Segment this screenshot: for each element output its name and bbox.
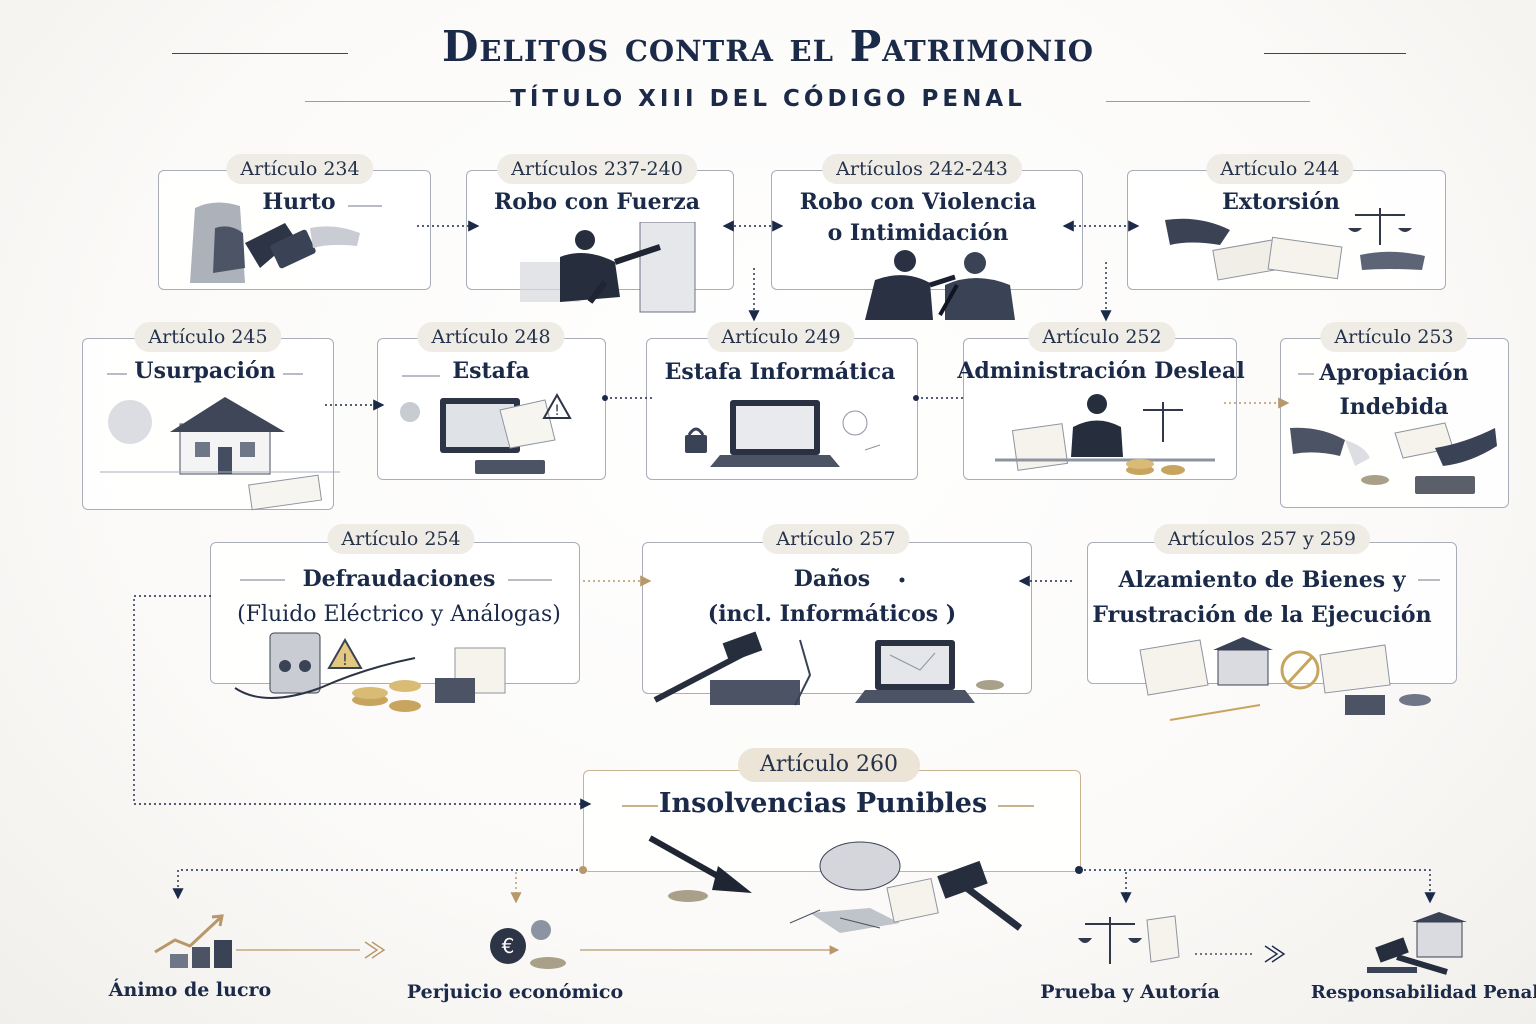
pickpocket-illustration (190, 202, 360, 283)
subtitle-rule-right (1106, 101, 1310, 102)
electricity-fraud-illustration: ! (234, 632, 506, 712)
tag-article-254: Artículo 254 (327, 524, 475, 554)
bankruptcy-illustration (648, 835, 1023, 933)
asset-concealment-illustration (1139, 637, 1431, 721)
proof-authorship-icon (1078, 915, 1180, 964)
economic-loss-icon: € (490, 920, 566, 969)
crime-robo-fuerza: Robo con Fuerza (494, 189, 700, 215)
crime-extorsion: Extorsión (1222, 189, 1340, 215)
crime-defraudaciones: Defraudaciones(Fluido Eléctrico y Análog… (237, 566, 561, 627)
tag-article-237-240: Artículos 237-240 (497, 154, 697, 184)
card-robo-violencia[interactable] (771, 170, 1083, 290)
misappropriation-illustration (1290, 422, 1497, 494)
violent-robbery-illustration (865, 250, 1015, 320)
crime-administracion-desleal: Administración Desleal (957, 358, 1245, 384)
house-illustration (100, 397, 340, 511)
crime-estafa: Estafa (452, 358, 530, 384)
tag-article-249: Artículo 249 (707, 322, 855, 352)
laptop-fraud-illustration (685, 400, 881, 467)
page-subtitle: TÍTULO XIII DEL CÓDIGO PENAL (510, 86, 1026, 112)
burglar-illustration (520, 222, 696, 313)
tag-article-252: Artículo 252 (1028, 322, 1176, 352)
element-animo-lucro: Ánimo de lucro (108, 979, 272, 1001)
title-rule-left (172, 53, 348, 54)
crime-usurpacion: Usurpación (134, 358, 276, 384)
tag-article-257-259: Artículos 257 y 259 (1153, 524, 1371, 554)
title-rule-right (1264, 53, 1406, 54)
element-perjuicio-economico: Perjuicio económico (406, 981, 624, 1003)
tag-article-244: Artículo 244 (1206, 154, 1354, 184)
crime-hurto: Hurto (262, 189, 336, 215)
svg-text:!: ! (554, 403, 560, 419)
tag-article-257: Artículo 257 (762, 524, 910, 554)
damage-illustration (653, 631, 1004, 706)
tag-article-260: Artículo 260 (737, 748, 921, 782)
tag-article-248: Artículo 248 (417, 322, 565, 352)
tag-article-234: Artículo 234 (226, 154, 374, 184)
svg-text:!: ! (342, 650, 348, 669)
profit-motive-icon (154, 914, 232, 968)
subtitle-rule-left (305, 101, 511, 102)
crime-danos: Daños(incl. Informáticos ) (707, 566, 957, 627)
element-prueba-autoria: Prueba y Autoría (1040, 981, 1220, 1003)
card-danos[interactable] (642, 542, 1032, 694)
criminal-liability-icon (1367, 912, 1467, 975)
tag-article-242-243: Artículos 242-243 (822, 154, 1022, 184)
element-responsabilidad-penal: Responsabilidad Penal (1310, 982, 1536, 1003)
extortion-illustration (1165, 208, 1425, 281)
crime-insolvencias-punibles: Insolvencias Punibles (658, 788, 988, 819)
crime-estafa-informatica: Estafa Informática (664, 359, 896, 385)
svg-text:€: € (502, 934, 515, 958)
fraud-computer-illustration: ! (400, 392, 572, 474)
tag-article-253: Artículo 253 (1320, 322, 1468, 352)
page-title: Delitos contra el Patrimonio (441, 22, 1095, 71)
disloyal-admin-illustration (995, 394, 1215, 475)
tag-article-245: Artículo 245 (134, 322, 282, 352)
